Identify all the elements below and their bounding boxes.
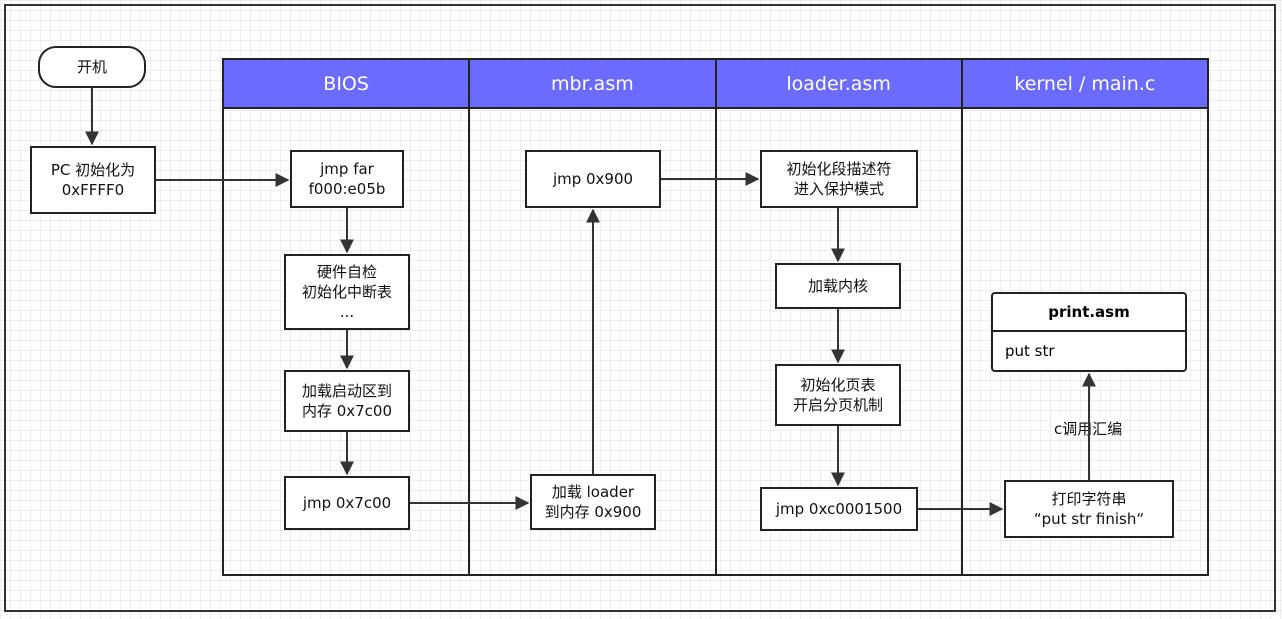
lane-header-mbr: mbr.asm — [470, 60, 715, 109]
load-kernel-node: 加载内核 — [775, 263, 901, 309]
lane-header-kernel: kernel / main.c — [962, 60, 1207, 109]
pc-init-node: PC 初始化为 0xFFFF0 — [30, 146, 156, 214]
load-boot-sector-node: 加载启动区到 内存 0x7c00 — [284, 370, 410, 432]
jmp-900-node: jmp 0x900 — [525, 150, 661, 208]
diagram-frame — [4, 4, 1276, 612]
lane-bios: BIOS — [224, 60, 471, 574]
init-gdt-node: 初始化段描述符 进入保护模式 — [760, 150, 918, 208]
hardware-self-check-node: 硬件自检 初始化中断表 ... — [284, 254, 410, 330]
print-string-node: 打印字符串 “put str finish“ — [1004, 480, 1174, 538]
swimlane-container: BIOS mbr.asm loader.asm kernel / main.c — [222, 58, 1209, 576]
load-loader-node: 加载 loader 到内存 0x900 — [530, 474, 656, 530]
print-asm-title: print.asm — [993, 294, 1185, 332]
lane-kernel: kernel / main.c — [962, 60, 1207, 574]
init-paging-node: 初始化页表 开启分页机制 — [775, 364, 901, 426]
lane-loader: loader.asm — [716, 60, 963, 574]
lane-mbr: mbr.asm — [470, 60, 717, 574]
print-asm-member: put str — [1005, 342, 1055, 360]
c-call-asm-label: c调用汇编 — [1052, 418, 1125, 439]
start-node: 开机 — [38, 46, 146, 88]
lane-header-loader: loader.asm — [716, 60, 961, 109]
print-asm-class-box: print.asm put str — [991, 292, 1187, 372]
jmp-far-node: jmp far f000:e05b — [290, 150, 404, 208]
jmp-kernel-node: jmp 0xc0001500 — [760, 487, 918, 531]
jmp-7c00-node: jmp 0x7c00 — [284, 476, 410, 530]
lane-header-bios: BIOS — [224, 60, 469, 109]
